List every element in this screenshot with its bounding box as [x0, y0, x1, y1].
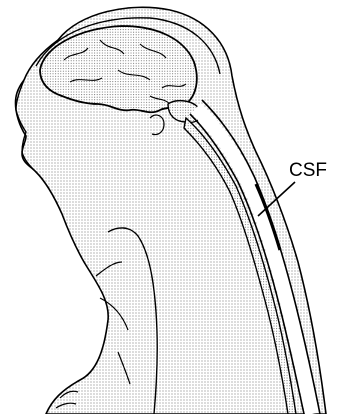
csf-label: CSF: [289, 160, 327, 181]
